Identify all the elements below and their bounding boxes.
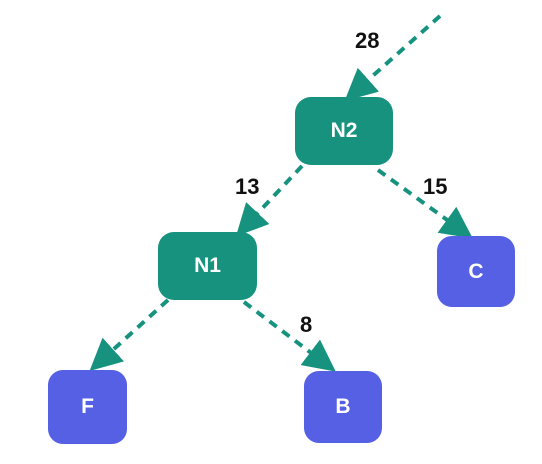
edge-n2-to-c <box>376 168 473 239</box>
weight-root-to-n2: 28 <box>355 28 380 53</box>
node-c: C <box>437 236 515 307</box>
node-n1: N1 <box>158 232 257 300</box>
node-f: F <box>48 370 127 444</box>
weight-n1-to-b: 8 <box>300 312 313 337</box>
weight-n2-to-c: 15 <box>423 174 448 199</box>
node-b: B <box>304 371 382 443</box>
weight-n2-to-n1: 13 <box>235 174 260 199</box>
node-n2: N2 <box>295 97 393 165</box>
edge-root-to-n2 <box>344 14 442 101</box>
edge-n1-to-b <box>242 300 336 372</box>
edge-n1-to-f <box>89 298 170 372</box>
